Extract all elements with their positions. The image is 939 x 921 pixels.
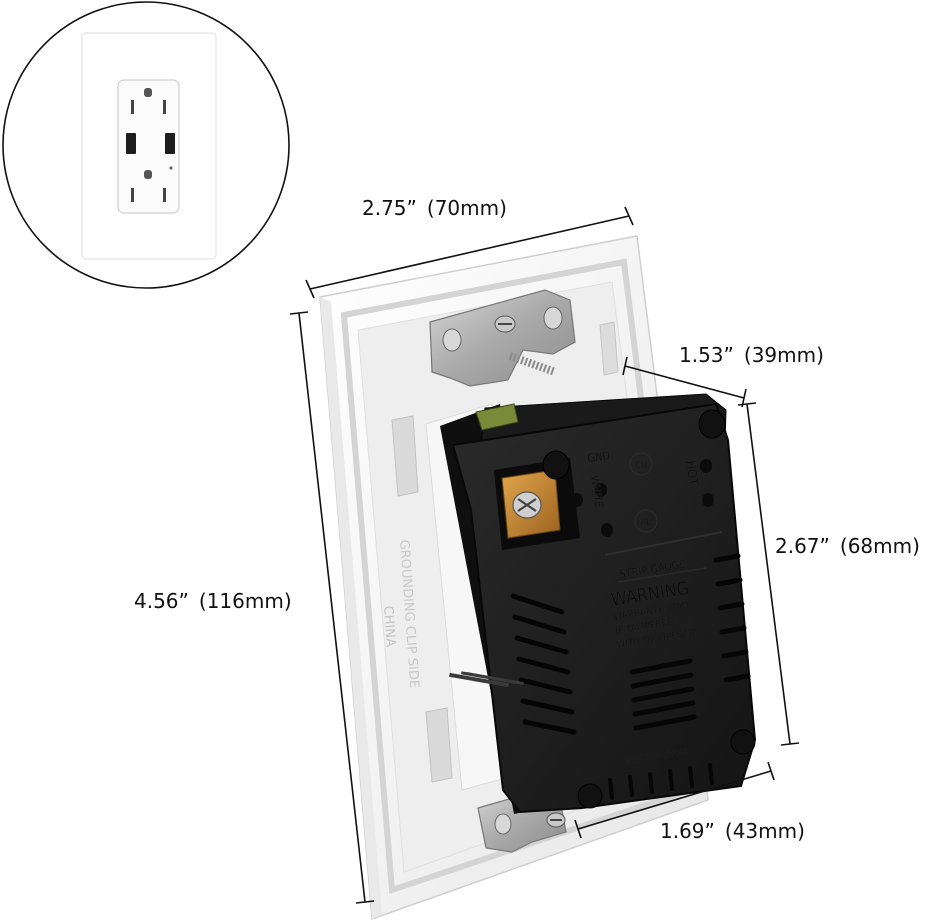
- top-right-slot-icon: [163, 100, 166, 114]
- depth-dimension-line: [624, 365, 745, 399]
- vent-ribs-right: [713, 553, 751, 683]
- dimension-lines: [289, 206, 800, 904]
- rating-label-text: [449, 671, 524, 688]
- height-dimension-label: 4.56” (116mm): [134, 589, 292, 613]
- vent-ribs-left: [510, 593, 577, 735]
- depth-dimension-label: 1.53” (39mm): [679, 343, 824, 367]
- bottom-left-slot-icon: [131, 188, 134, 202]
- back-housing: GND WHITE HOT CU AL STRIP GAUGE WARNING …: [440, 393, 757, 814]
- boss-mid-1: [571, 493, 583, 507]
- bottom-right-slot-icon: [163, 188, 166, 202]
- boss-top-left: [542, 450, 570, 480]
- clip-slot-top-right: [599, 321, 619, 376]
- top-left-slot-icon: [131, 100, 134, 114]
- clip-slot-bottom-left: [425, 707, 453, 783]
- boss-mid-4: [702, 493, 714, 507]
- boss-top-right: [698, 409, 726, 439]
- boss-bottom-right: [730, 729, 756, 755]
- hot-marking: HOT: [682, 459, 700, 487]
- al-circle-icon: [634, 509, 658, 533]
- cu-circle-icon: [629, 452, 653, 476]
- usb-port-right-icon: [165, 133, 175, 154]
- boss-mid-2: [595, 483, 607, 497]
- width-dimension-line: [309, 215, 630, 290]
- cu-marking: CU: [635, 461, 647, 471]
- strap-hole-right: [543, 306, 563, 330]
- strap-hole-bottom: [494, 813, 512, 835]
- boss-mid-5: [601, 523, 613, 537]
- vent-ribs-center: [629, 658, 697, 731]
- clip-slot-top-left: [391, 415, 419, 497]
- body-width-dimension-line: [577, 770, 772, 830]
- body-height-dimension-label: 2.67” (68mm): [775, 534, 920, 558]
- white-marking: WHITE: [588, 475, 605, 509]
- strap-top-ear: [429, 289, 576, 387]
- strap-hole-left: [442, 328, 462, 352]
- body-width-dimension-label: 1.69” (43mm): [660, 819, 805, 843]
- gnd-marking: GND: [587, 449, 612, 465]
- front-view-inset: [2, 1, 290, 289]
- led-indicator-icon: [169, 166, 173, 170]
- body-height-dimension-line: [746, 403, 791, 745]
- bottom-ground-slot-icon: [144, 170, 152, 179]
- al-marking: AL: [641, 518, 652, 528]
- ground-terminal-icon: [475, 403, 519, 431]
- usb-port-left-icon: [126, 133, 136, 154]
- boss-mid-3: [700, 459, 712, 473]
- vent-ribs-bottom: [608, 763, 714, 800]
- boss-bottom-left: [577, 783, 603, 809]
- housing-ridge: [604, 531, 723, 556]
- height-dimension-line: [298, 312, 366, 903]
- width-dimension-label: 2.75” (70mm): [362, 196, 507, 220]
- plate-china-text: CHINA: [380, 605, 398, 647]
- top-ground-slot-icon: [144, 88, 152, 97]
- plate-edge: [320, 297, 382, 919]
